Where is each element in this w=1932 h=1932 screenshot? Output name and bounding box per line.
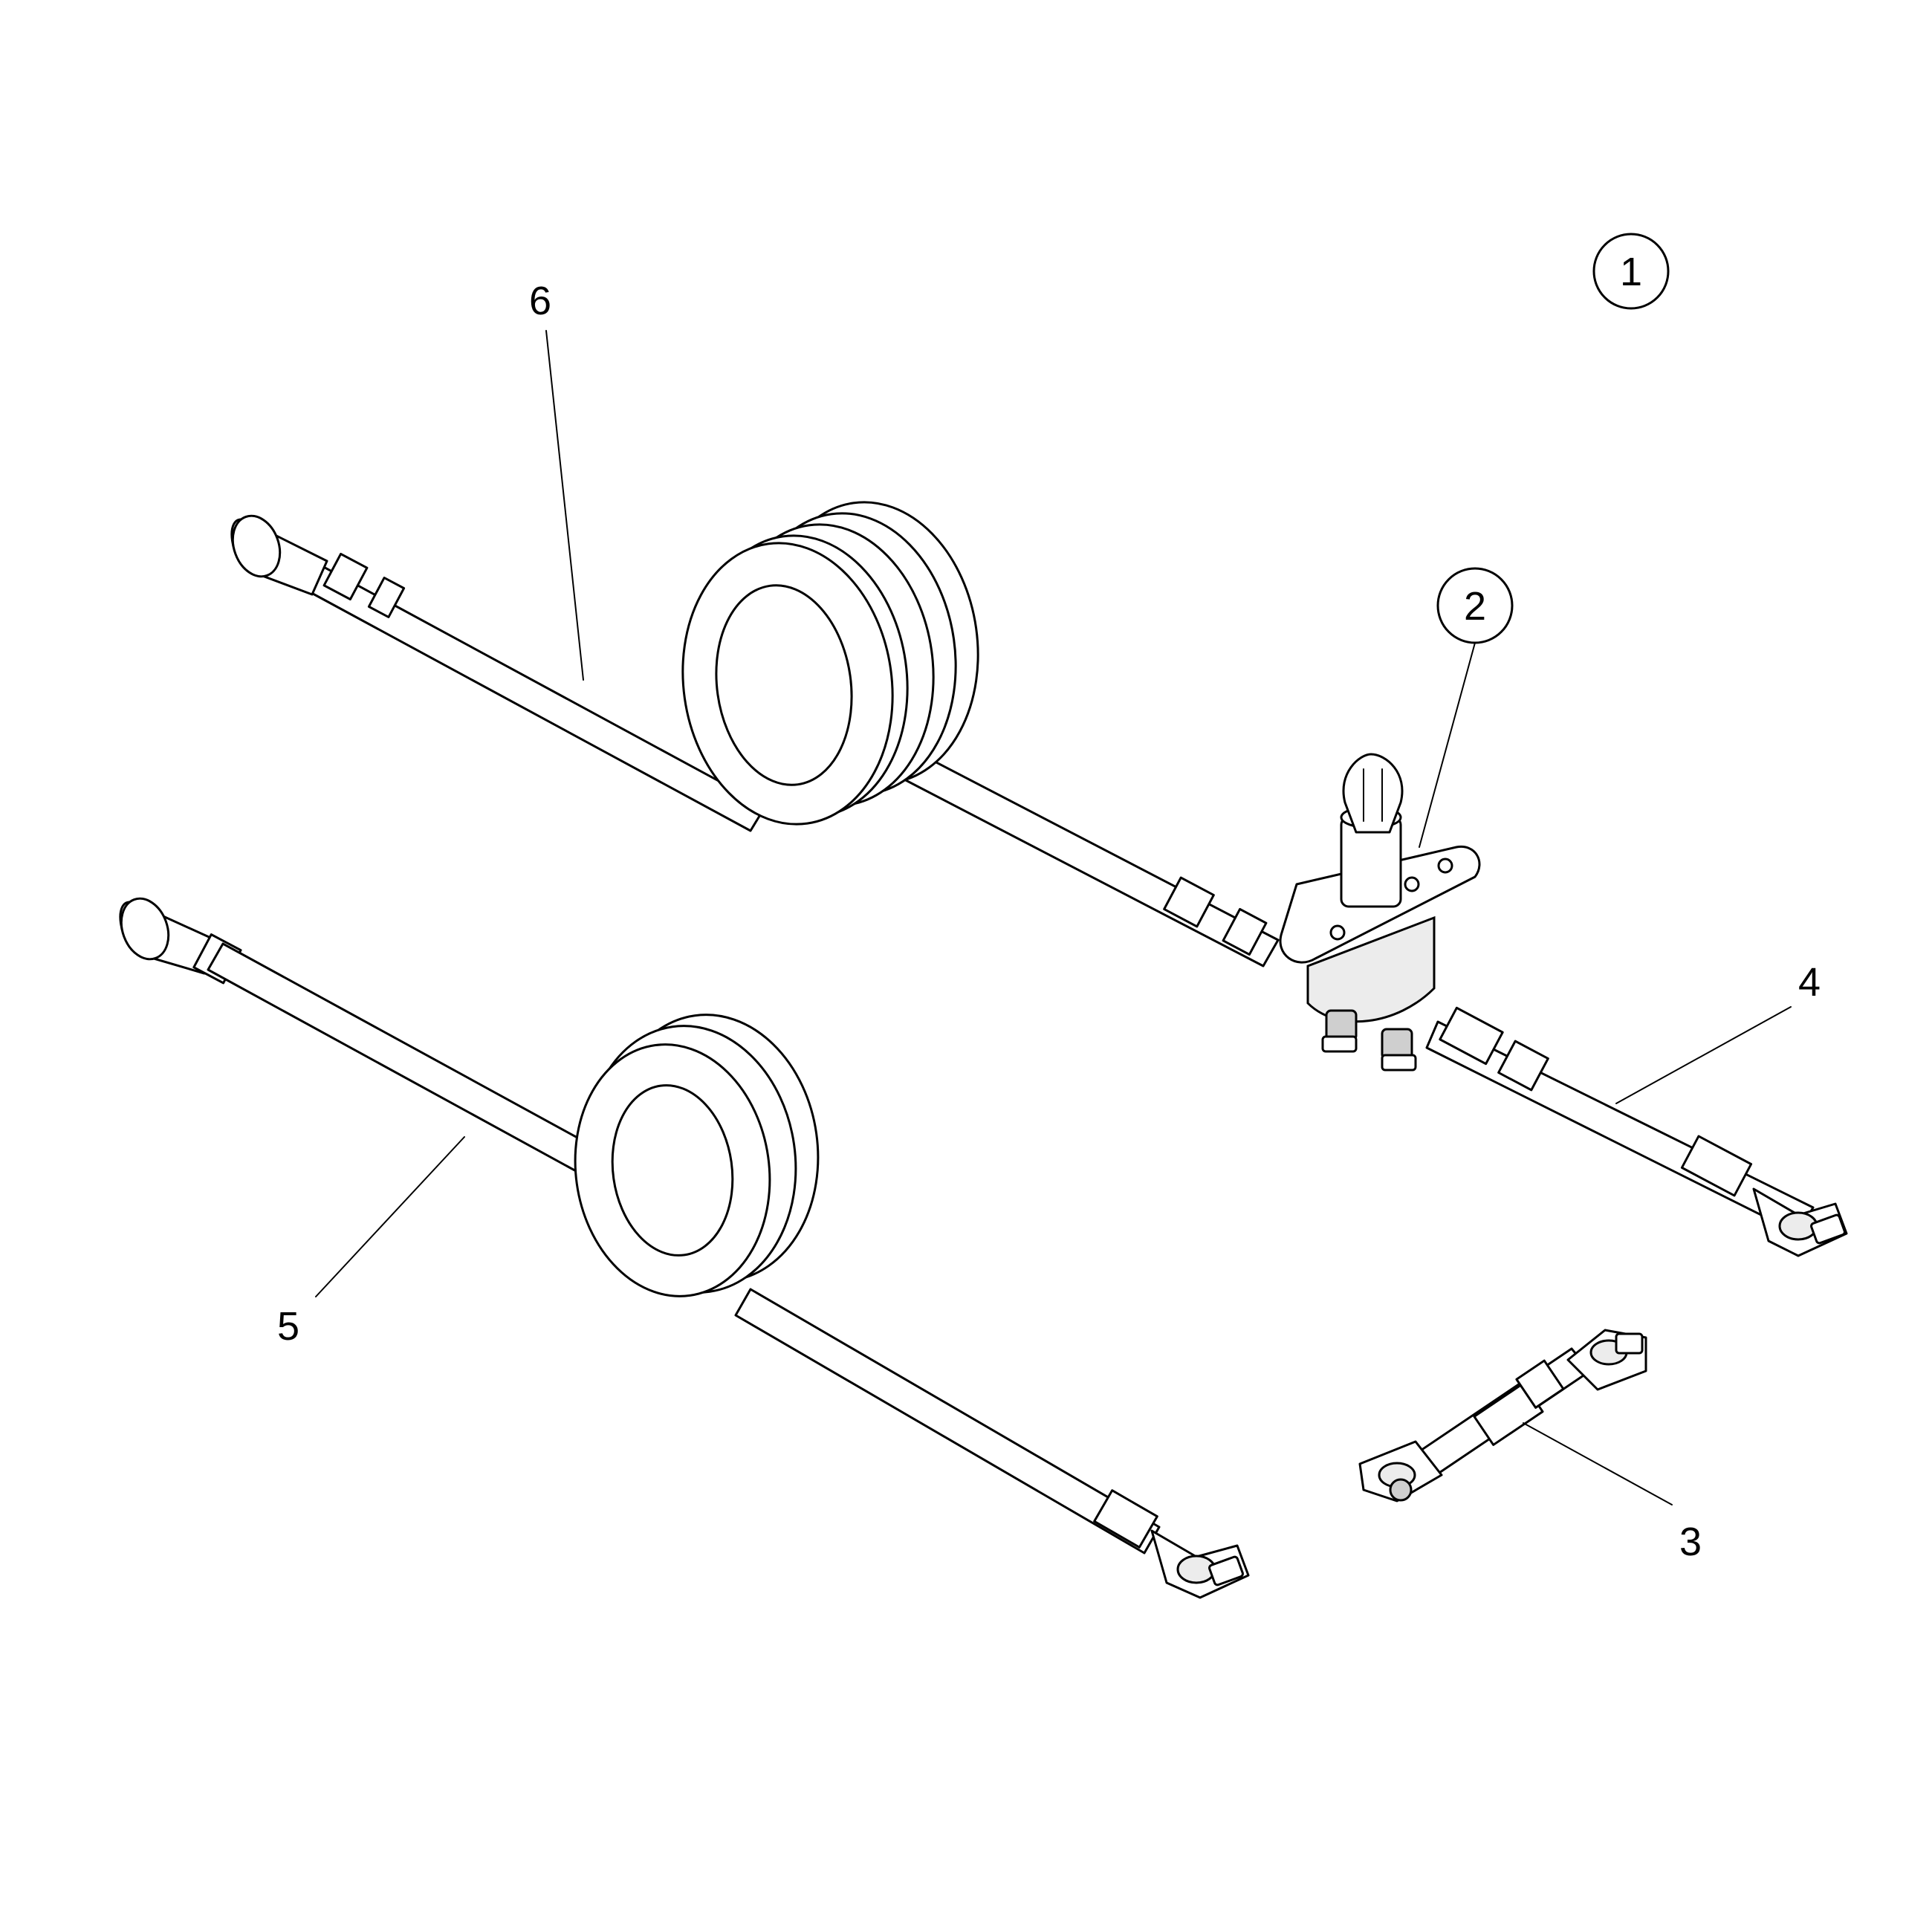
- leader-line-2: [1419, 642, 1476, 848]
- callout-2-label: 2: [1464, 584, 1486, 629]
- callout-2: 2: [1436, 567, 1514, 644]
- callout-6-label: 6: [529, 279, 551, 323]
- callout-2-circle: [1436, 567, 1514, 644]
- switch-to-battery-cable-icon: [1425, 1006, 1848, 1257]
- callout-5-label: 5: [277, 1304, 299, 1349]
- callout-3-label: 3: [1679, 1520, 1702, 1564]
- callout-1-circle: [1592, 233, 1670, 310]
- leader-line-3: [1523, 1422, 1673, 1505]
- battery-disconnect-switch-icon: [1279, 753, 1481, 1072]
- callout-1: 1: [1592, 233, 1670, 310]
- coiled-switch-cable-icon: [230, 501, 1280, 967]
- battery-jumper-cable-icon: [1358, 1329, 1647, 1503]
- callout-1-label: 1: [1620, 250, 1642, 294]
- leader-line-5: [315, 1136, 465, 1297]
- leader-line-6: [545, 330, 584, 681]
- leader-lines: [315, 330, 1792, 1505]
- leader-line-4: [1615, 1006, 1792, 1104]
- callout-4-label: 4: [1798, 960, 1821, 1005]
- coiled-battery-cable-icon: [119, 897, 1250, 1599]
